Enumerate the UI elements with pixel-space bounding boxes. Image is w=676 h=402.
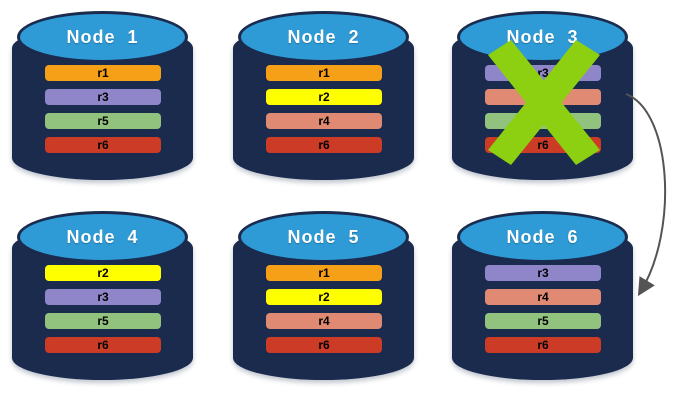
node-3[interactable]: Node 3 r3 r4 r5 r6	[452, 8, 633, 180]
record-bar[interactable]: r5	[45, 113, 161, 129]
node-2-label: Node 2	[287, 26, 360, 47]
record-bar[interactable]: r6	[266, 137, 382, 153]
node-2-records: r1 r2 r4 r6	[266, 65, 382, 153]
node-3-records: r3 r4 r5 r6	[485, 65, 601, 153]
record-bar[interactable]: r2	[266, 89, 382, 105]
record-bar[interactable]: r2	[266, 289, 382, 305]
record-bar[interactable]: r4	[485, 289, 601, 305]
record-bar[interactable]: r6	[485, 337, 601, 353]
node-5[interactable]: Node 5 r1 r2 r4 r6	[233, 208, 414, 380]
node-5-top: Node 5	[238, 211, 409, 263]
node-2[interactable]: Node 2 r1 r2 r4 r6	[233, 8, 414, 180]
record-bar[interactable]: r3	[485, 265, 601, 281]
node-3-label: Node 3	[506, 26, 579, 47]
record-bar[interactable]: r4	[266, 113, 382, 129]
node-1-label: Node 1	[66, 26, 139, 47]
node-1-records: r1 r3 r5 r6	[45, 65, 161, 153]
node-6-top: Node 6	[457, 211, 628, 263]
record-bar[interactable]: r3	[45, 289, 161, 305]
record-bar[interactable]: r5	[485, 113, 601, 129]
node-1-top: Node 1	[17, 11, 188, 63]
node-6[interactable]: Node 6 r3 r4 r5 r6	[452, 208, 633, 380]
record-bar[interactable]: r1	[266, 265, 382, 281]
node-5-label: Node 5	[287, 226, 360, 247]
record-bar[interactable]: r4	[266, 313, 382, 329]
node-2-top: Node 2	[238, 11, 409, 63]
node-5-records: r1 r2 r4 r6	[266, 265, 382, 353]
record-bar[interactable]: r3	[485, 65, 601, 81]
record-bar[interactable]: r6	[266, 337, 382, 353]
node-4-label: Node 4	[66, 226, 139, 247]
record-bar[interactable]: r2	[45, 265, 161, 281]
node-6-label: Node 6	[506, 226, 579, 247]
node-4-top: Node 4	[17, 211, 188, 263]
node-4[interactable]: Node 4 r2 r3 r5 r6	[12, 208, 193, 380]
record-bar[interactable]: r6	[485, 137, 601, 153]
record-bar[interactable]: r1	[266, 65, 382, 81]
record-bar[interactable]: r6	[45, 137, 161, 153]
node-4-records: r2 r3 r5 r6	[45, 265, 161, 353]
record-bar[interactable]: r6	[45, 337, 161, 353]
record-bar[interactable]: r4	[485, 89, 601, 105]
node-6-records: r3 r4 r5 r6	[485, 265, 601, 353]
record-bar[interactable]: r5	[485, 313, 601, 329]
node-1[interactable]: Node 1 r1 r3 r5 r6	[12, 8, 193, 180]
record-bar[interactable]: r3	[45, 89, 161, 105]
node-3-top: Node 3	[457, 11, 628, 63]
record-bar[interactable]: r5	[45, 313, 161, 329]
record-bar[interactable]: r1	[45, 65, 161, 81]
